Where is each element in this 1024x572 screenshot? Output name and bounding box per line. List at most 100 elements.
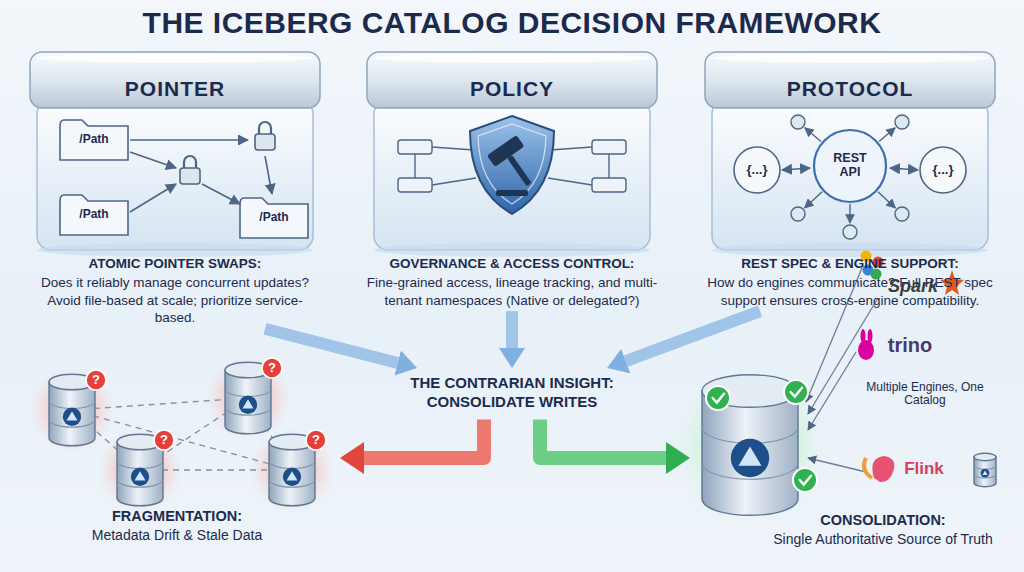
- art-shape: [706, 386, 730, 410]
- art-shape: [496, 190, 528, 196]
- check-badge: [784, 380, 808, 404]
- flow-arrow: [265, 329, 398, 363]
- warning-mark: ?: [88, 373, 104, 387]
- diagram-title: THE ICEBERG CATALOG DECISION FRAMEWORK: [0, 6, 1024, 40]
- panel-title: POLICY: [352, 76, 672, 101]
- json-node: [920, 147, 966, 193]
- api-hub: [814, 130, 886, 202]
- art-shape: [98, 428, 182, 512]
- art-shape: [861, 329, 866, 343]
- caption-heading: FRAGMENTATION:: [20, 507, 334, 525]
- art-shape: [130, 184, 176, 212]
- art-shape: [63, 408, 81, 426]
- art-shape: [713, 394, 724, 403]
- art-shape: [872, 456, 894, 482]
- panel-body: Fine-grained access, lineage tracking, a…: [352, 274, 672, 309]
- art-shape: [805, 192, 822, 208]
- json-label: {...}: [923, 163, 963, 177]
- art-shape: [432, 178, 476, 185]
- art-shape: [269, 442, 315, 506]
- art-shape: [672, 367, 828, 523]
- panel-title: PROTOCOL: [690, 76, 1010, 101]
- art-shape: [849, 204, 850, 223]
- warning-mark: ?: [264, 361, 280, 375]
- art-shape: [974, 457, 996, 487]
- path-label: /Path: [60, 208, 128, 221]
- engine-name: Spark: [884, 277, 942, 297]
- art-shape: [878, 192, 895, 208]
- engine-name: Flink: [896, 460, 952, 479]
- art-shape: [117, 461, 163, 469]
- art-shape: [879, 128, 895, 142]
- art-shape: [858, 340, 874, 360]
- folder-icon: [60, 120, 128, 160]
- art-shape: [30, 368, 114, 452]
- engine-name: trino: [880, 334, 940, 356]
- art-shape: [982, 470, 987, 474]
- flow-box: [592, 140, 626, 154]
- panel-heading: GOVERNANCE & ACCESS CONTROL:: [352, 256, 672, 273]
- flow-arrow: [626, 311, 760, 361]
- art-shape: [784, 380, 808, 404]
- engine-note: Multiple Engines, One Catalog: [852, 381, 998, 407]
- flow-box: [592, 178, 626, 192]
- network-node: [791, 115, 805, 129]
- art-shape: [791, 388, 802, 397]
- network-node: [791, 207, 805, 221]
- art-shape: [250, 428, 334, 512]
- network-node: [895, 115, 909, 129]
- art-shape: [974, 453, 996, 460]
- art-shape: [130, 152, 176, 168]
- art-shape: [800, 476, 811, 485]
- art-shape: [202, 184, 240, 204]
- art-shape: [981, 469, 990, 478]
- json-label: {...}: [737, 163, 777, 177]
- art-shape: [782, 168, 810, 170]
- panel-heading: ATOMIC POINTER SWAPS:: [15, 256, 335, 273]
- check-badge: [793, 468, 817, 492]
- caption-body: Metadata Drift & Stale Data: [20, 527, 334, 545]
- art-shape: [66, 411, 77, 420]
- art-shape: [608, 154, 609, 178]
- warning-badge: [306, 430, 326, 450]
- art-shape: [49, 382, 95, 446]
- art-shape: [868, 329, 873, 343]
- shield-icon: [470, 116, 554, 214]
- art-shape: [286, 471, 297, 480]
- lock-icon: [180, 168, 200, 184]
- fragmentation-illustration: [30, 356, 334, 512]
- art-shape: [374, 100, 650, 250]
- warning-badge: [154, 430, 174, 450]
- art-shape: [805, 128, 821, 142]
- art-shape: [225, 370, 271, 434]
- flow-arrow: [506, 311, 518, 348]
- art-shape: [550, 147, 592, 150]
- policy-illustration: [398, 116, 626, 214]
- art-shape: [37, 53, 313, 63]
- gavel-icon: [487, 135, 544, 195]
- art-shape: [374, 53, 650, 63]
- folder-icon: [60, 195, 128, 235]
- art-shape: [49, 401, 95, 409]
- art-shape: [507, 155, 531, 186]
- art-shape: [374, 243, 650, 257]
- art-shape: [793, 468, 817, 492]
- art-shape: [206, 356, 290, 440]
- flow-arrow: [364, 420, 484, 459]
- art-shape: [37, 243, 313, 257]
- art-shape: [808, 298, 878, 414]
- api-label: REST API: [826, 152, 874, 180]
- panel-body: Does it reliably manage concurrent updat…: [15, 274, 335, 327]
- outcome-region: FRAGMENTATION: Metadata Drift & Stale Dat…: [20, 350, 340, 548]
- insight-text: THE CONTRARIAN INSIGHT: CONSOLIDATE WRIT…: [400, 374, 624, 412]
- warning-mark: ?: [156, 433, 172, 447]
- lock-icon: [255, 134, 275, 150]
- warning-badge: [262, 358, 282, 378]
- warning-mark: ?: [308, 433, 324, 447]
- json-node: [734, 147, 780, 193]
- art-shape: [731, 439, 769, 477]
- art-shape: [131, 468, 149, 486]
- art-shape: [890, 168, 918, 170]
- panel-body: How do engines communicate? Full REST sp…: [690, 274, 1010, 309]
- criteria-panel: POLICY GOVERNANCE & ACCESS CONTROL:Fine-g…: [352, 42, 672, 309]
